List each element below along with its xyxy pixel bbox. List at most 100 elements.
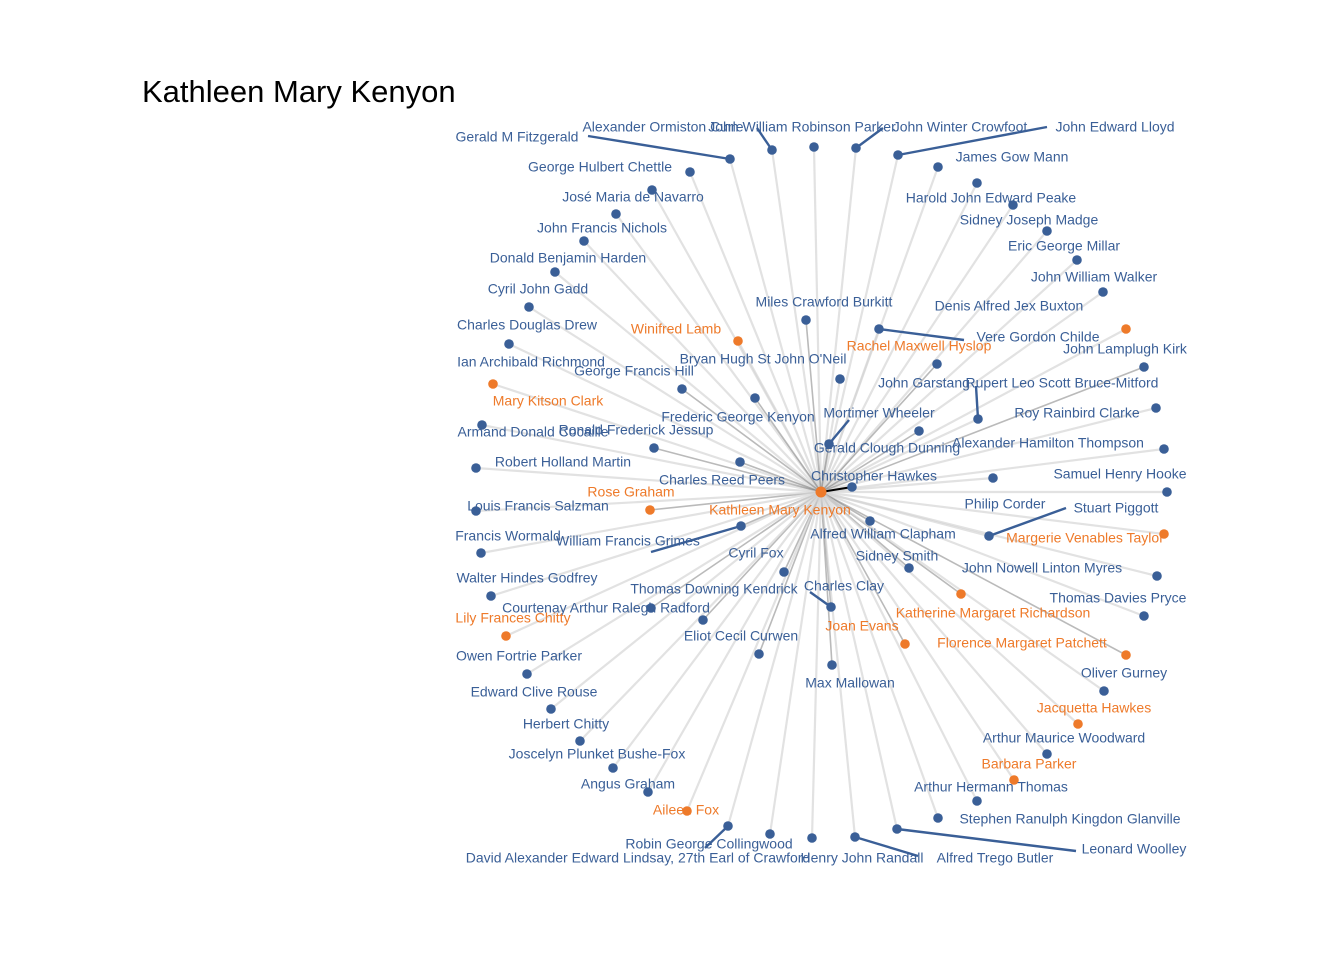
node-charles-clay[interactable] (826, 602, 836, 612)
node-rupert-leo-scott-bruce-mitford[interactable] (973, 414, 983, 424)
node-lily-frances-chitty[interactable] (501, 631, 511, 641)
node-walter-hindes-godfrey[interactable] (486, 591, 496, 601)
node-john-william-robinson-parker[interactable] (809, 142, 819, 152)
label-joscelyn-plunket-bushe-fox: Joscelyn Plunket Bushe-Fox (509, 746, 686, 762)
node-george-hulbert-chettle[interactable] (685, 167, 695, 177)
node-sidney-joseph-madge[interactable] (1008, 200, 1018, 210)
node-cyril-john-gadd[interactable] (550, 267, 560, 277)
node-roy-rainbird-clarke[interactable] (1151, 403, 1161, 413)
label-john-winter-crowfoot: John Winter Crowfoot (893, 119, 1028, 135)
node-cyril-fox[interactable] (779, 567, 789, 577)
label-eliot-cecil-curwen: Eliot Cecil Curwen (684, 628, 798, 644)
edge-miles-crawford-burkitt (805, 319, 822, 493)
node-rose-graham[interactable] (645, 505, 655, 515)
label-stephen-ranulph-kingdon-glanville: Stephen Ranulph Kingdon Glanville (959, 811, 1180, 827)
node-alexander-hamilton-thompson[interactable] (1159, 444, 1169, 454)
node-bryan-hugh-st-john-o-neil[interactable] (750, 393, 760, 403)
node-joan-evans[interactable] (900, 639, 910, 649)
node-robert-holland-martin[interactable] (471, 463, 481, 473)
node-george-francis-hill[interactable] (677, 384, 687, 394)
edge-rose-graham (649, 491, 822, 511)
node-charles-reed-peers[interactable] (735, 457, 745, 467)
node-robin-george-collingwood[interactable] (723, 821, 733, 831)
node-christopher-hawkes[interactable] (847, 482, 857, 492)
node-john-nowell-linton-myres[interactable] (1152, 571, 1162, 581)
node-donald-benjamin-harden[interactable] (579, 236, 589, 246)
node-john-francis-nichols[interactable] (611, 209, 621, 219)
node-alfred-william-clapham[interactable] (865, 516, 875, 526)
node-philip-corder[interactable] (988, 473, 998, 483)
edge-bryan-hugh-st-john-o-neil (754, 397, 822, 493)
label-alfred-trego-butler: Alfred Trego Butler (937, 850, 1054, 866)
node-herbert-chitty[interactable] (575, 736, 585, 746)
node-winifred-lamb[interactable] (733, 336, 743, 346)
node-joscelyn-plunket-bushe-fox[interactable] (608, 763, 618, 773)
node-owen-fortrie-parker[interactable] (522, 669, 532, 679)
node-jacquetta-hawkes[interactable] (1073, 719, 1083, 729)
edge-henry-john-randall (810, 491, 823, 839)
node-david-alexander-edward-lindsay-27th-earl-of-crawford[interactable] (765, 829, 775, 839)
node-vere-gordon-childe[interactable] (874, 324, 884, 334)
node-william-francis-grimes[interactable] (736, 521, 746, 531)
node-sidney-smith[interactable] (904, 563, 914, 573)
node-francis-wormald[interactable] (476, 548, 486, 558)
node-gerald-clough-dunning[interactable] (914, 426, 924, 436)
node-frederic-george-kenyon[interactable] (1139, 362, 1149, 372)
node-louis-francis-salzman[interactable] (471, 506, 481, 516)
node-max-mallowan[interactable] (827, 660, 837, 670)
node-mary-kitson-clark[interactable] (488, 379, 498, 389)
label-mortimer-wheeler: Mortimer Wheeler (823, 405, 935, 421)
node-harold-john-edward-peake[interactable] (972, 178, 982, 188)
label-william-francis-grimes: William Francis Grimes (556, 533, 700, 549)
node-charles-douglas-drew[interactable] (524, 302, 534, 312)
node-stuart-piggott[interactable] (984, 531, 994, 541)
node-aileen-fox[interactable] (682, 806, 692, 816)
node-angus-graham[interactable] (643, 787, 653, 797)
node-armand-donald-cocaille[interactable] (477, 420, 487, 430)
node-eric-george-millar[interactable] (1042, 226, 1052, 236)
node-katherine-margaret-richardson[interactable] (956, 589, 966, 599)
node-thomas-davies-pryce[interactable] (1139, 611, 1149, 621)
node-gerald-m-fitzgerald[interactable] (725, 154, 735, 164)
node-stephen-ranulph-kingdon-glanville[interactable] (933, 813, 943, 823)
node-james-gow-mann[interactable] (933, 162, 943, 172)
node-eliot-cecil-curwen[interactable] (754, 649, 764, 659)
node-kathleen-mary-kenyon[interactable] (815, 486, 827, 498)
label-walter-hindes-godfrey: Walter Hindes Godfrey (456, 570, 597, 586)
label-florence-margaret-patchett: Florence Margaret Patchett (937, 635, 1107, 651)
node-florence-margaret-patchett[interactable] (1121, 650, 1131, 660)
node-rachel-maxwell-hyslop[interactable] (1121, 324, 1131, 334)
node-arthur-hermann-thomas[interactable] (972, 796, 982, 806)
label-francis-wormald: Francis Wormald (455, 528, 561, 544)
node-alexander-ormiston-curle[interactable] (767, 145, 777, 155)
edge-john-william-walker (820, 259, 1078, 493)
node-john-lamplugh-kirk[interactable] (504, 339, 514, 349)
node-edward-clive-rouse[interactable] (546, 704, 556, 714)
node-jose-maria-de-navarro[interactable] (647, 185, 657, 195)
edge-margerie-venables-taylor (820, 490, 1165, 536)
edge-thomas-downing-kendrick (650, 491, 822, 609)
edge-david-alexander-edward-lindsay-27th-earl-of-crawford (768, 491, 823, 835)
node-john-winter-crowfoot[interactable] (851, 143, 861, 153)
node-miles-crawford-burkitt[interactable] (801, 315, 811, 325)
node-denis-alfred-jex-buxton[interactable] (1098, 287, 1108, 297)
node-leonard-woolley[interactable] (892, 824, 902, 834)
node-john-edward-lloyd[interactable] (893, 150, 903, 160)
node-courtenay-arthur-ralegh-radford[interactable] (698, 615, 708, 625)
node-thomas-downing-kendrick[interactable] (646, 603, 656, 613)
node-ian-archibald-richmond[interactable] (835, 374, 845, 384)
node-margerie-venables-taylor[interactable] (1159, 529, 1169, 539)
node-samuel-henry-hooke[interactable] (1162, 487, 1172, 497)
node-arthur-maurice-woodward[interactable] (1042, 749, 1052, 759)
node-barbara-parker[interactable] (1009, 775, 1019, 785)
node-john-garstang[interactable] (932, 359, 942, 369)
label-gerald-clough-dunning: Gerald Clough Dunning (814, 440, 960, 456)
edge-john-edward-lloyd (819, 154, 900, 493)
node-john-william-walker[interactable] (1072, 255, 1082, 265)
node-alfred-trego-butler[interactable] (850, 832, 860, 842)
edge-walter-hindes-godfrey (490, 490, 822, 598)
node-mortimer-wheeler[interactable] (824, 439, 834, 449)
node-ronald-frederick-jessup[interactable] (649, 443, 659, 453)
node-oliver-gurney[interactable] (1099, 686, 1109, 696)
node-henry-john-randall[interactable] (807, 833, 817, 843)
